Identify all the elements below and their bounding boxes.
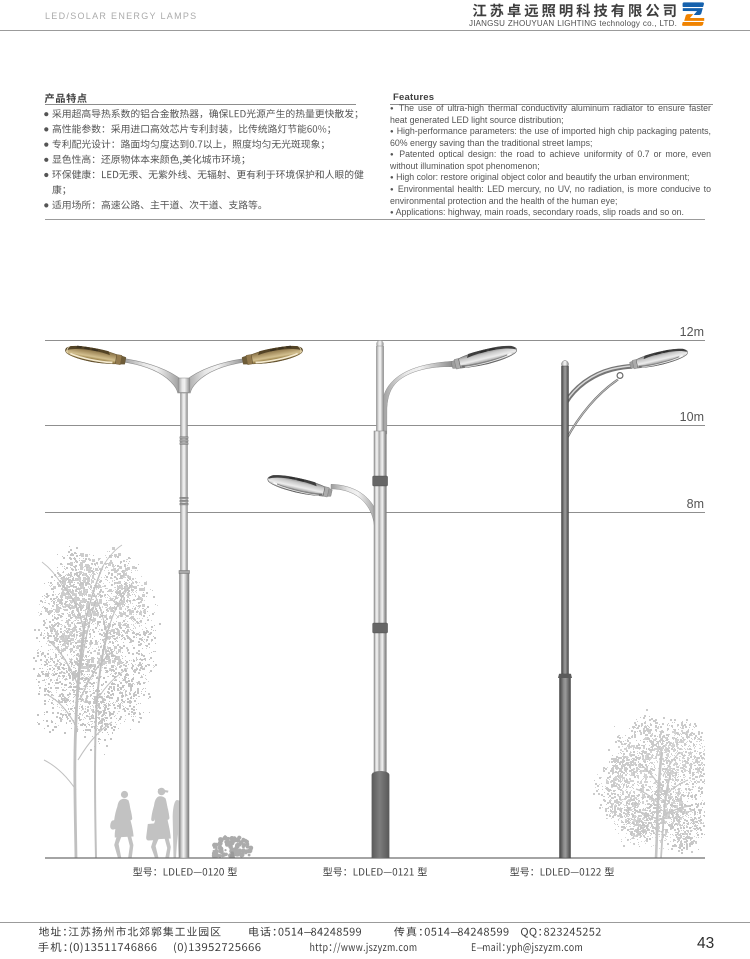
svg-text:8m: 8m <box>687 497 704 511</box>
svg-text:12m: 12m <box>680 325 704 339</box>
svg-text:10m: 10m <box>680 410 704 424</box>
